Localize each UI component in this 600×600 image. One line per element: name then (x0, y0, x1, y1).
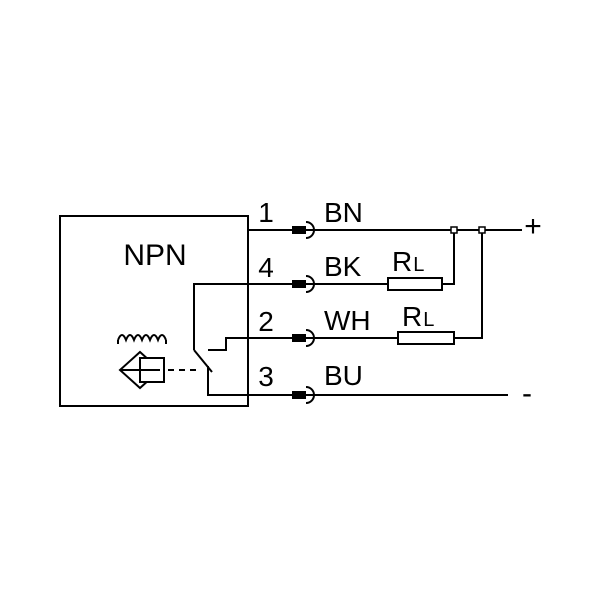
pin-1-connector (248, 221, 522, 239)
sensor-type-label: NPN (123, 239, 186, 272)
negative-supply-label: - (522, 377, 532, 410)
load-resistor-wh (397, 331, 455, 345)
junction-dot (450, 226, 458, 234)
wire-color-label: BU (324, 360, 363, 391)
load-label: RL (392, 246, 424, 277)
pin-number: 1 (258, 197, 274, 228)
coil-icon (117, 334, 167, 343)
pin-number: 3 (258, 361, 274, 392)
proximity-sensor-icon (118, 350, 165, 390)
switch-upper-lead (193, 283, 248, 350)
wire-color-label: WH (324, 305, 371, 336)
pin-4-connector (248, 275, 388, 293)
junction-dot (478, 226, 486, 234)
load-wh-return (454, 230, 483, 339)
switch-wh-lead (208, 337, 248, 351)
positive-supply-label: + (524, 210, 542, 243)
switch-contact (193, 349, 213, 373)
pin-number: 4 (258, 252, 274, 283)
switch-lower-lead (207, 366, 248, 396)
wire-color-label: BK (324, 251, 362, 282)
load-label: RL (402, 301, 434, 332)
pin-number: 2 (258, 306, 274, 337)
load-resistor-bk (387, 277, 443, 291)
pin-2-connector (248, 329, 398, 347)
pin-3-connector (248, 386, 508, 404)
load-bk-return (442, 230, 455, 285)
sensor-body (59, 215, 249, 407)
wire-color-label: BN (324, 197, 363, 228)
